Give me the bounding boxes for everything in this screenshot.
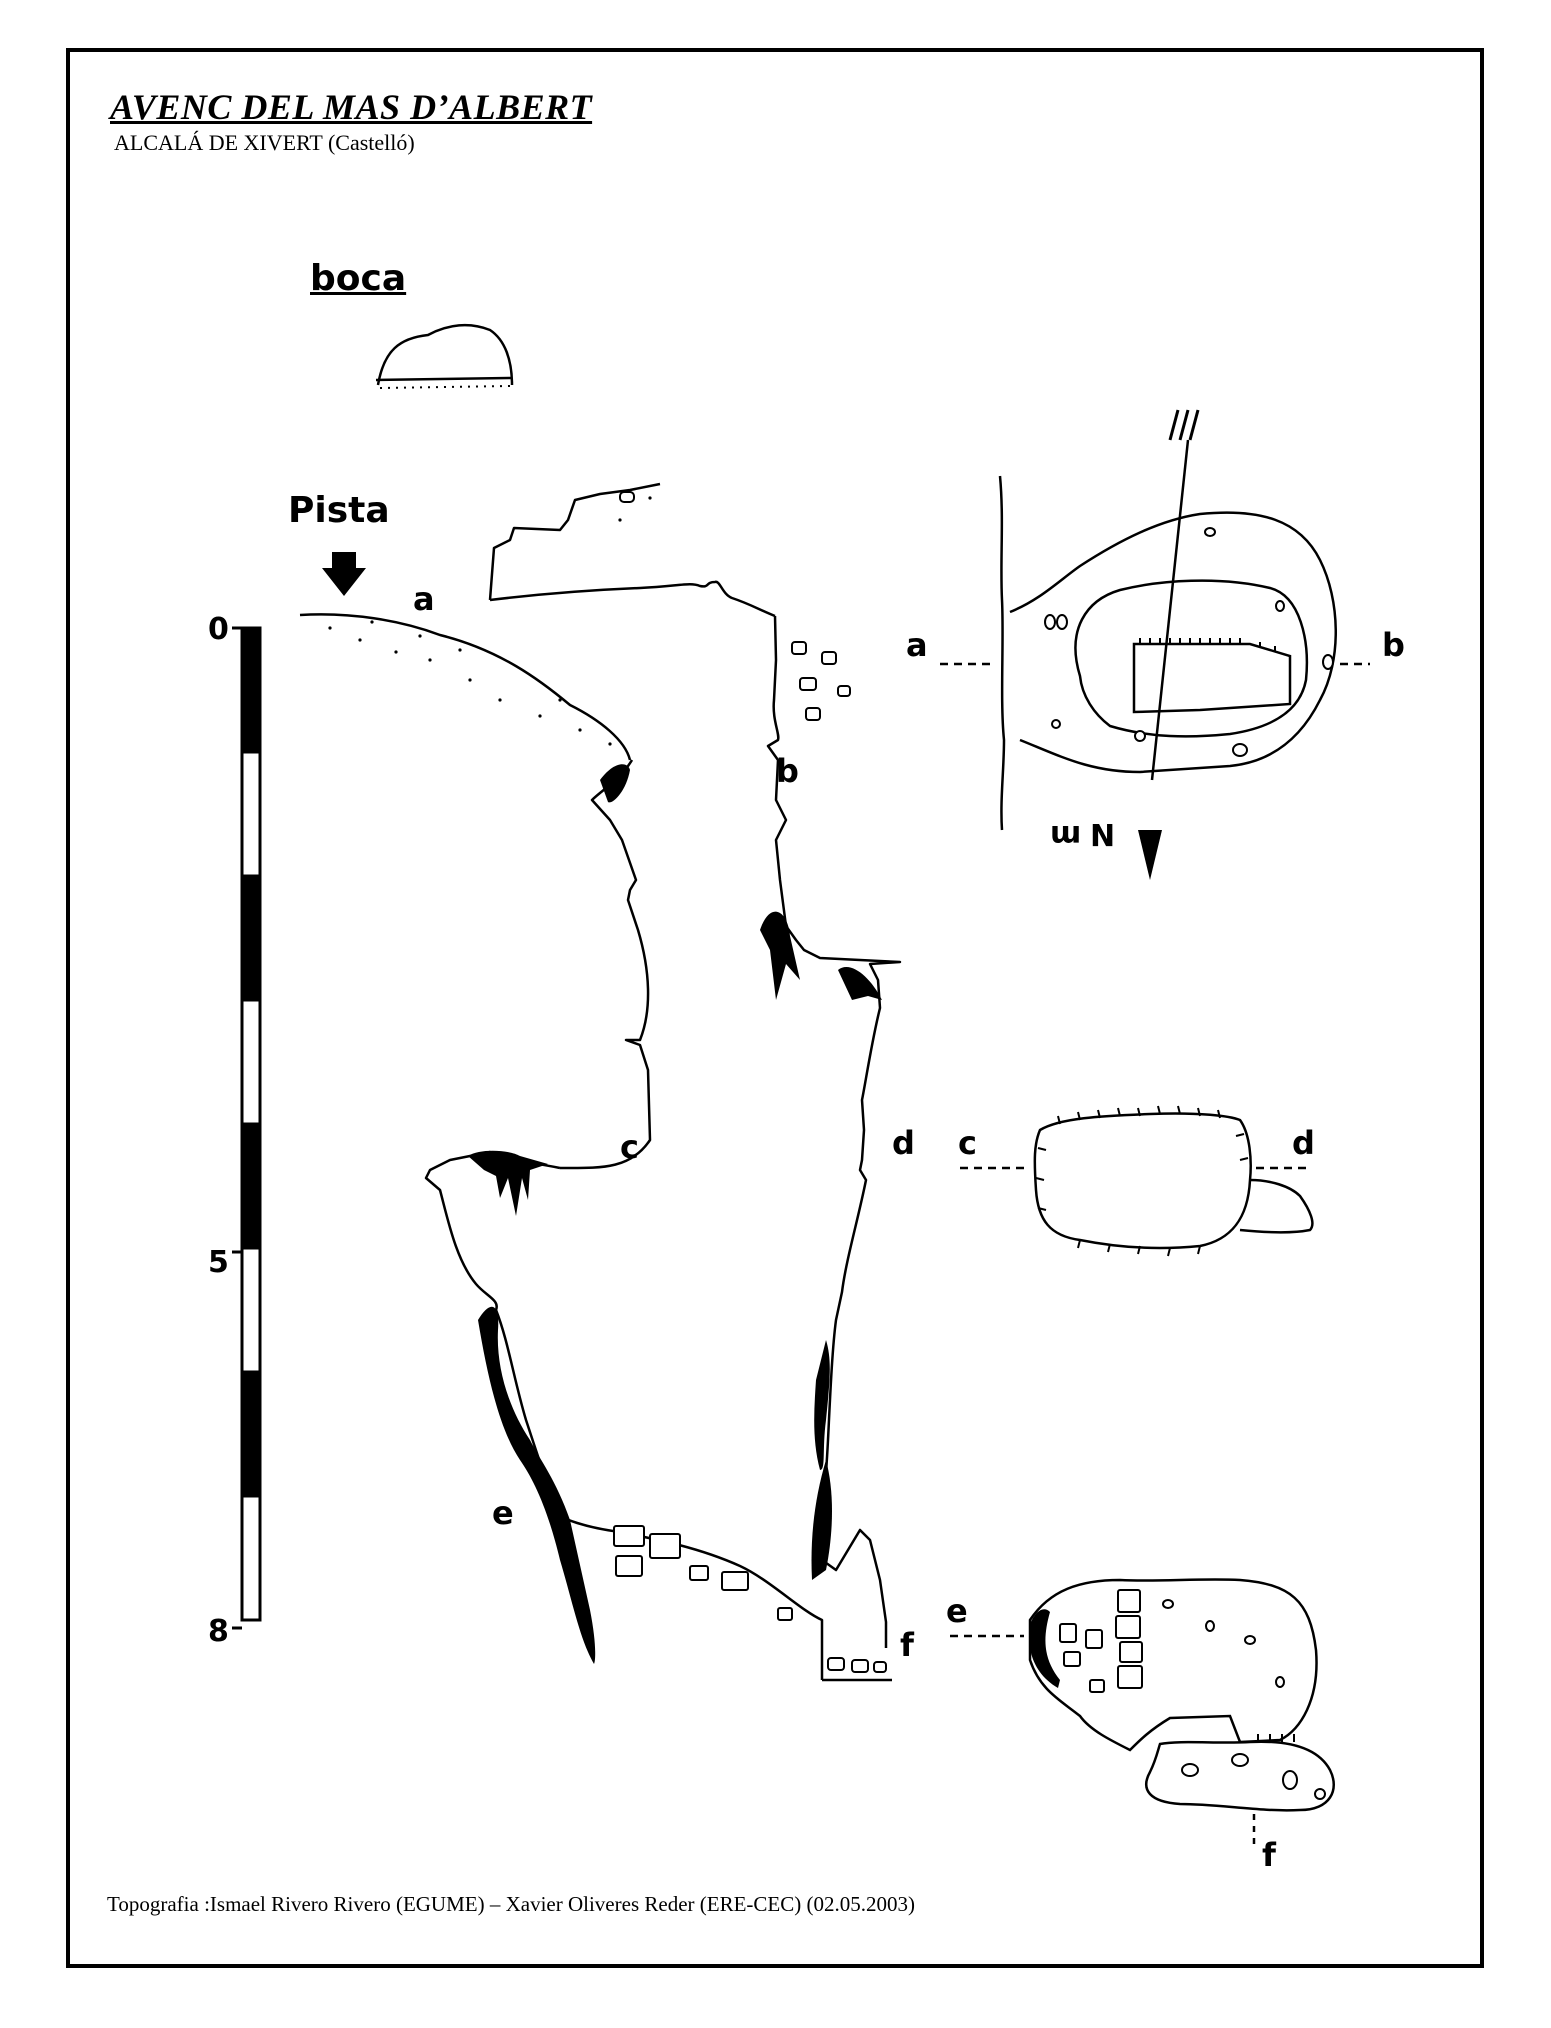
profile-label-d: d (892, 1124, 915, 1162)
plan-view-hatching (1139, 638, 1276, 652)
track-label: Pista (288, 490, 390, 531)
cross-section-ef-hatching (1257, 1734, 1295, 1742)
cross-section-ef (950, 1578, 1335, 1850)
profile-label-e: e (492, 1494, 514, 1532)
scale-tick-5: 5 (208, 1245, 229, 1280)
survey-credits: Topografia :Ismael Rivero Rivero (EGUME)… (107, 1892, 915, 1916)
entrance-sketch (375, 323, 514, 389)
cross-section-cd-hatching (1035, 1105, 1249, 1257)
depth-scale-bar (232, 626, 262, 1630)
cross-section-cd (960, 1112, 1314, 1250)
entrance-label: boca (310, 258, 407, 299)
section-label-c: c (958, 1124, 977, 1162)
scale-tick-8: 8 (208, 1614, 229, 1649)
scale-tick-0: 0 (208, 612, 229, 647)
flowstone-deposits (468, 764, 882, 1664)
map-frame (66, 48, 1484, 1968)
plan-view (940, 409, 1370, 831)
track-arrow (322, 552, 366, 596)
profile-label-a: a (413, 580, 435, 618)
section-label-e: e (946, 1592, 968, 1630)
north-arrow (1138, 830, 1162, 880)
profile-rocks (613, 491, 887, 1673)
plan-label-a: a (906, 626, 928, 664)
plan-label-b: b (1382, 626, 1405, 664)
cave-profile (299, 482, 902, 1682)
section-label-f: f (1262, 1836, 1276, 1874)
profile-label-b: b (776, 752, 799, 790)
cross-section-ef-wall (1029, 1609, 1060, 1688)
cross-section-ef-rocks (1059, 1589, 1326, 1800)
cave-title: AVENC DEL MAS D’ALBERT (110, 87, 593, 127)
section-label-d: d (1292, 1124, 1315, 1162)
plan-rocks (1044, 527, 1334, 757)
profile-sediment (328, 496, 652, 746)
location-subtitle: ALCALÁ DE XIVERT (Castelló) (114, 130, 415, 155)
profile-label-f: f (900, 1626, 914, 1664)
